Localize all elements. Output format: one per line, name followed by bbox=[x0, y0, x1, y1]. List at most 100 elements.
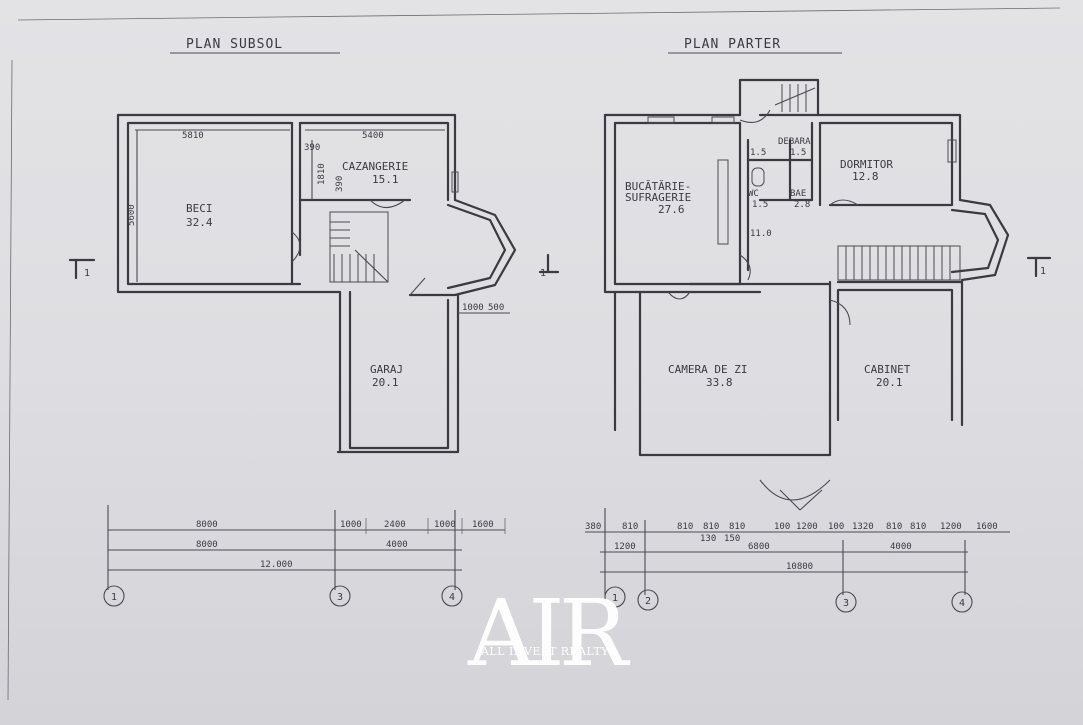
axis-bubble bbox=[835, 591, 857, 613]
room-area-dormitor: 12.8 bbox=[852, 170, 879, 183]
dim-parter-r1-0: 380 bbox=[585, 522, 601, 532]
axis-parter-4: 4 bbox=[959, 598, 965, 609]
dim-parter-r1-12: 1600 bbox=[976, 522, 998, 532]
room-name-beci: BECI bbox=[186, 202, 213, 215]
dim-parter-r1-7: 100 bbox=[828, 522, 844, 532]
dim-parter-r1-3: 810 bbox=[703, 522, 719, 532]
dim-garaj-a: 1000 bbox=[462, 303, 484, 313]
section-mark-mid: 1 bbox=[540, 268, 546, 279]
room-name-cazangerie: CAZANGERIE bbox=[342, 160, 408, 173]
stair-parter-top bbox=[774, 84, 816, 112]
dim-subsol-r1-3: 1000 bbox=[434, 520, 456, 530]
watermark-subtitle: ALL INVEST REALTY bbox=[480, 645, 610, 658]
axis-parter-1: 1 bbox=[612, 593, 618, 604]
dim-parter-r1-8: 1320 bbox=[852, 522, 874, 532]
dim-parter-r1-1: 810 bbox=[622, 522, 638, 532]
door-arc bbox=[667, 291, 691, 300]
axis-bubble bbox=[951, 591, 973, 613]
plan-subsol: 5810 5400 5600 390 1810 390 1000 500 BEC… bbox=[68, 113, 560, 454]
room-area-bucatarie: 27.6 bbox=[658, 203, 685, 216]
room-name-debara: DEBARA bbox=[778, 137, 811, 147]
dim-subsol-r1-0: 8000 bbox=[196, 520, 218, 530]
stair-parter-main bbox=[837, 245, 961, 281]
axis-bubble bbox=[604, 586, 626, 608]
room-area-cazangerie: 15.1 bbox=[372, 173, 399, 186]
window bbox=[947, 139, 957, 163]
dim-parter-r1-5: 100 bbox=[774, 522, 790, 532]
dim-beci-width: 5810 bbox=[182, 131, 204, 141]
dim-parter-r1-9: 810 bbox=[886, 522, 902, 532]
dim-parter-r2-2: 4000 bbox=[890, 542, 912, 552]
small-area-b: 11.0 bbox=[750, 229, 772, 239]
dim-parter-r1-10: 810 bbox=[910, 522, 926, 532]
room-name-garaj: GARAJ bbox=[370, 363, 403, 376]
dim-subsol-r2-1: 4000 bbox=[386, 540, 408, 550]
dim-subsol-r1-2: 2400 bbox=[384, 520, 406, 530]
axis-subsol-1: 1 bbox=[111, 592, 117, 603]
dimension-chain-parter: 380 810 810 810 810 100 1200 100 1320 81… bbox=[585, 508, 1010, 613]
axis-bubble bbox=[103, 585, 125, 607]
room-area-bae: 2.8 bbox=[794, 200, 810, 210]
dim-subsol-r2-0: 8000 bbox=[196, 540, 218, 550]
room-area-cabinet: 20.1 bbox=[876, 376, 903, 389]
room-area-wc: 1.5 bbox=[752, 200, 768, 210]
door-leaf bbox=[409, 277, 426, 296]
room-name-bucatarie: BUCĂTĂRIE- bbox=[625, 180, 691, 193]
room-name-wc: WC bbox=[748, 189, 759, 199]
room-name-camera-de-zi: CAMERA DE ZI bbox=[668, 363, 747, 376]
dim-parter-r1-6: 1200 bbox=[796, 522, 818, 532]
dim-subsol-r1-1: 1000 bbox=[340, 520, 362, 530]
dimension-chain-subsol: 8000 1000 2400 1000 1600 8000 4000 12.00… bbox=[103, 505, 506, 607]
room-name-dormitor: DORMITOR bbox=[840, 158, 893, 171]
dim-subsol-r3-0: 12.000 bbox=[260, 560, 293, 570]
dim-parter-r1-4: 810 bbox=[729, 522, 745, 532]
kitchen-counter bbox=[717, 159, 729, 245]
axis-subsol-3: 3 bbox=[337, 592, 343, 603]
watermark-letters: AIR bbox=[467, 580, 628, 687]
axis-bubble bbox=[441, 585, 463, 607]
entrance-arc bbox=[759, 479, 831, 511]
window bbox=[711, 116, 735, 124]
room-name-sufragerie: SUFRAGERIE bbox=[625, 191, 691, 204]
axis-subsol-4: 4 bbox=[449, 592, 455, 603]
door-arc bbox=[369, 199, 406, 209]
window bbox=[647, 116, 675, 124]
room-area-camera-de-zi: 33.8 bbox=[706, 376, 733, 389]
dim-parter-r1-2: 810 bbox=[677, 522, 693, 532]
small-area-a: 1.5 bbox=[750, 148, 766, 158]
dim-caz-b: 1810 bbox=[317, 163, 327, 185]
window bbox=[451, 171, 459, 193]
plan-parter: BUCĂTĂRIE- SUFRAGERIE 27.6 DEBARA 1.5 1.… bbox=[603, 78, 1052, 511]
axis-parter-3: 3 bbox=[843, 598, 849, 609]
room-area-beci: 32.4 bbox=[186, 216, 213, 229]
section-mark-left: 1 bbox=[84, 268, 90, 279]
door-arc bbox=[829, 199, 859, 206]
door-arc bbox=[739, 109, 771, 123]
title-plan-parter: PLAN PARTER bbox=[684, 37, 781, 52]
dim-caz-a: 390 bbox=[304, 143, 320, 153]
axis-bubble bbox=[637, 589, 659, 611]
dim-parter-r1b-0: 130 bbox=[700, 534, 716, 544]
title-plan-subsol: PLAN SUBSOL bbox=[186, 37, 283, 52]
axis-bubble bbox=[329, 585, 351, 607]
dim-beci-height: 5600 bbox=[127, 204, 137, 226]
dim-caz-c: 390 bbox=[335, 176, 345, 192]
room-area-garaj: 20.1 bbox=[372, 376, 399, 389]
watermark-logo: AIR ALL INVEST REALTY bbox=[440, 588, 650, 693]
dim-parter-r2-1: 6800 bbox=[748, 542, 770, 552]
room-area-debara: 1.5 bbox=[790, 148, 806, 158]
dim-parter-r1-11: 1200 bbox=[940, 522, 962, 532]
door-arc bbox=[829, 299, 851, 326]
wc-fixture bbox=[751, 167, 765, 187]
room-name-bae: BAE bbox=[790, 189, 806, 199]
door-arc bbox=[739, 254, 751, 281]
dim-parter-r3-0: 10800 bbox=[786, 562, 813, 572]
section-mark-right: 1 bbox=[1040, 266, 1046, 277]
stair-subsol bbox=[329, 211, 389, 283]
dim-parter-r1b-1: 150 bbox=[724, 534, 740, 544]
dim-garaj-b: 500 bbox=[488, 303, 504, 313]
room-name-cabinet: CABINET bbox=[864, 363, 911, 376]
axis-parter-2: 2 bbox=[645, 596, 651, 607]
